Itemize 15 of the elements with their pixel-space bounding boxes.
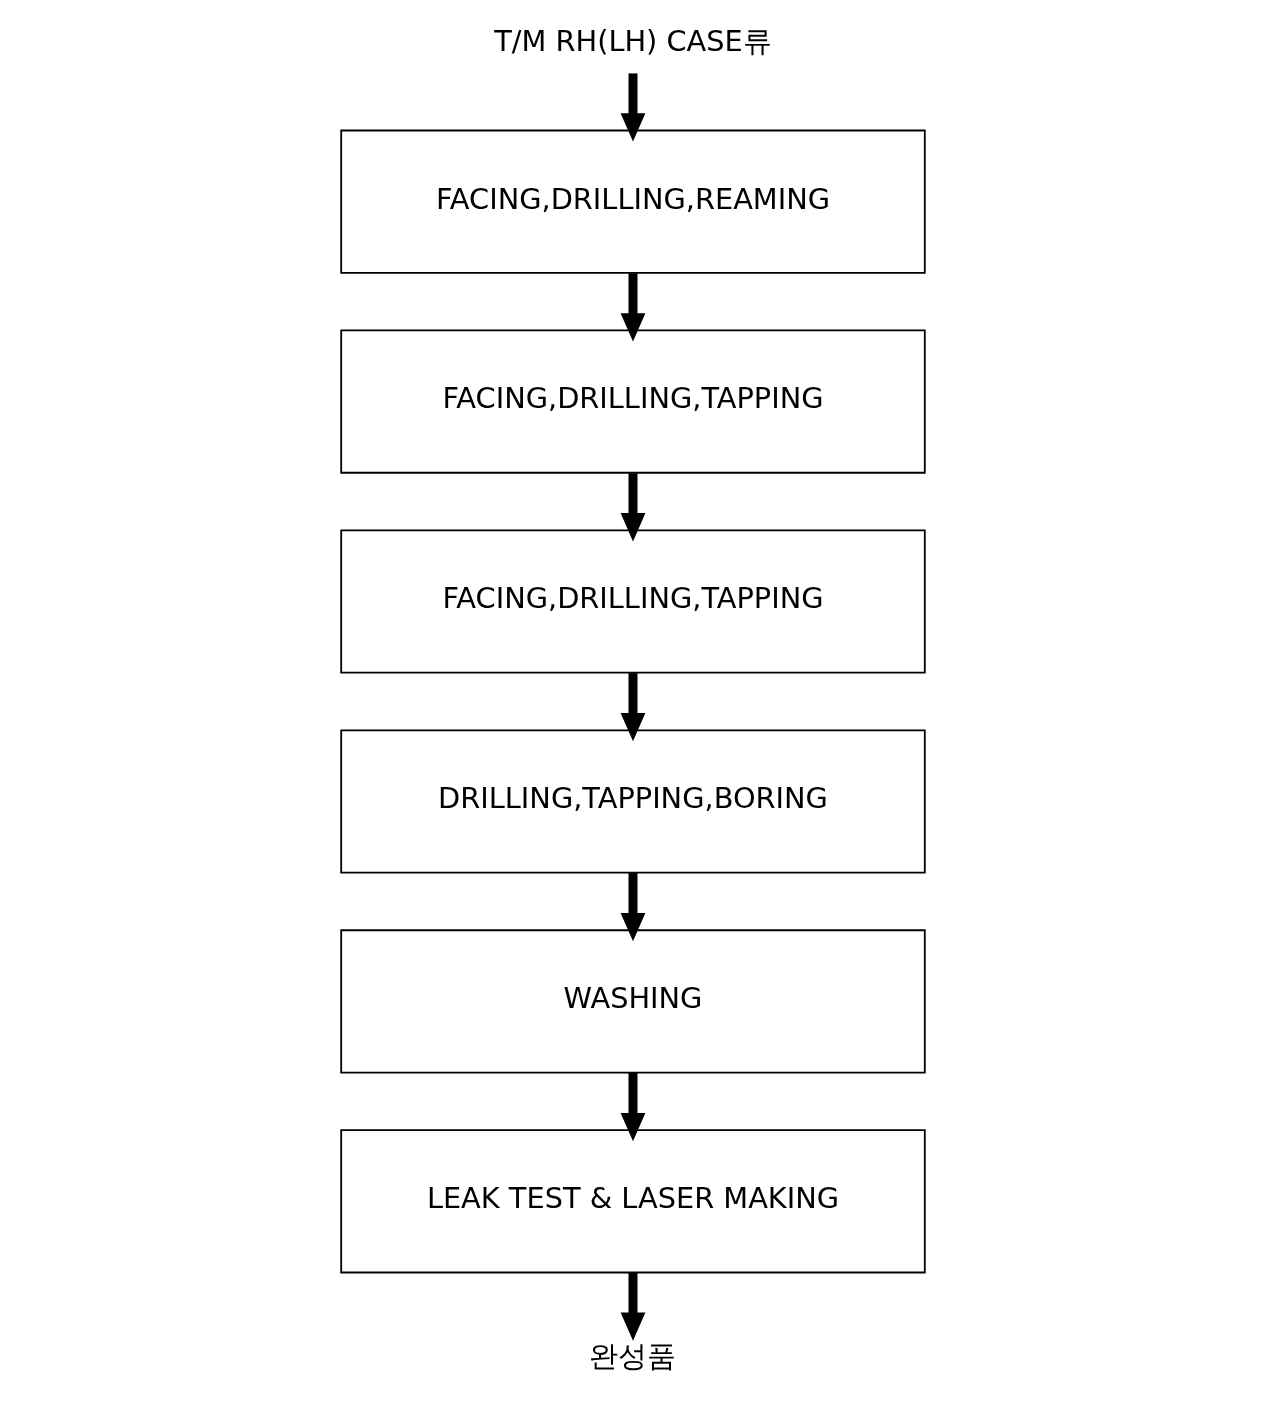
arrow — [620, 873, 645, 942]
node-box: FACING,DRILLING,REAMING — [339, 129, 926, 274]
arrow — [620, 1073, 645, 1142]
arrow — [620, 473, 645, 542]
arrow — [620, 273, 645, 342]
arrow — [620, 673, 645, 742]
arrow — [620, 1272, 645, 1341]
node-text: T/M RH(LH) CASE류 — [493, 23, 772, 58]
node-box: WASHING — [339, 929, 926, 1074]
node-box: FACING,DRILLING,TAPPING — [339, 529, 926, 674]
arrow — [620, 73, 645, 142]
node-box: DRILLING,TAPPING,BORING — [339, 729, 926, 874]
node-box: FACING,DRILLING,TAPPING — [339, 329, 926, 474]
node-box: LEAK TEST & LASER MAKING — [339, 1129, 926, 1274]
node-text: 완성품 — [589, 1338, 676, 1373]
